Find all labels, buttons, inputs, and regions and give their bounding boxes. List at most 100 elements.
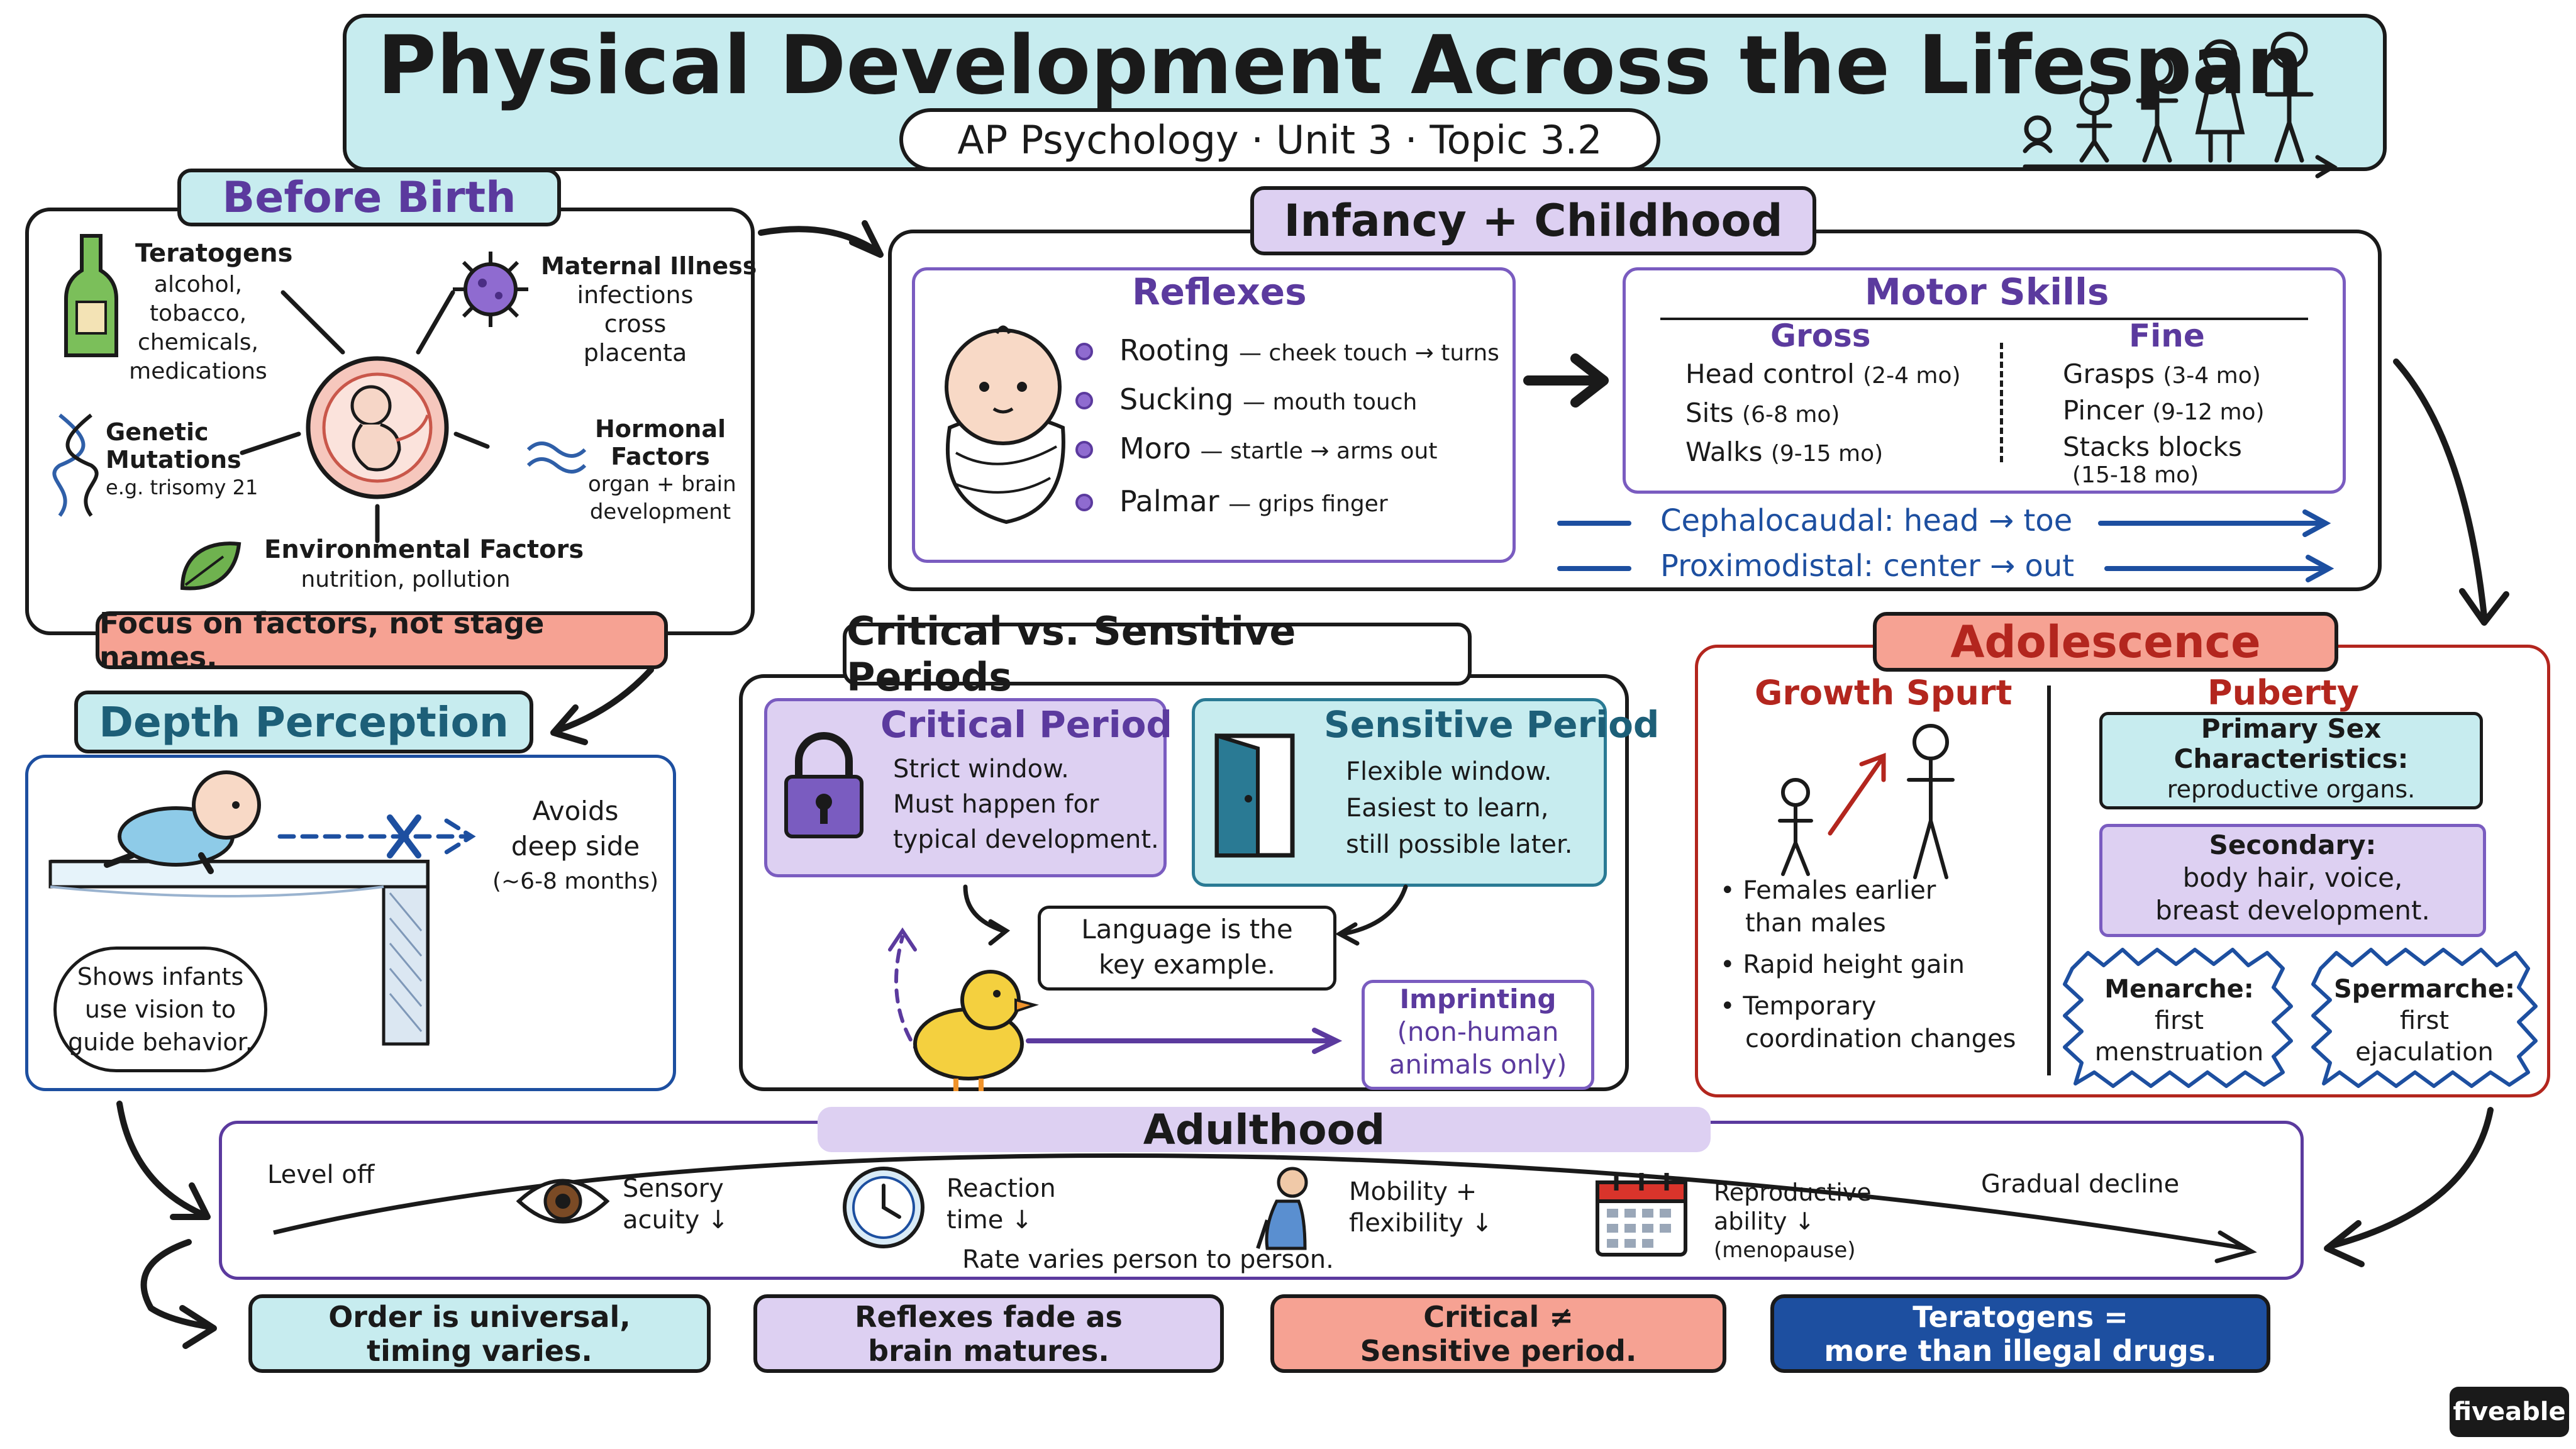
adult-item-sensory: Sensory acuity ↓: [623, 1173, 729, 1236]
infancy-title: Infancy + Childhood: [1250, 186, 1816, 255]
menarche-line-2: first: [2154, 1006, 2204, 1035]
bullet-text: Females earlier: [1743, 876, 1936, 905]
takeaway-2-line-1: Reflexes fade as: [855, 1299, 1123, 1334]
reproductive-label: Reproductive: [1714, 1179, 1872, 1206]
secondary-line-1: Secondary:: [2209, 830, 2377, 860]
virus-icon: [453, 252, 528, 327]
takeaway-3-line-1: Critical ≠: [1423, 1299, 1574, 1334]
baby-icon: [945, 325, 1065, 525]
depth-note-text: Shows infants use vision to guide behavi…: [60, 960, 261, 1058]
teratogens-label: Teratogens: [135, 239, 293, 268]
avoids-line-3: (~6-8 months): [492, 869, 659, 894]
language-box: [1038, 906, 1336, 991]
env-label: Environmental Factors: [264, 535, 584, 564]
reflex-dot-2: [1075, 392, 1093, 409]
growth-bullets: • Females earlier than males • Rapid hei…: [1720, 874, 2016, 1055]
critical-line-2: Must happen for: [893, 790, 1099, 819]
sensitive-period-text: Flexible window. Easiest to learn, still…: [1346, 753, 1572, 863]
lock-icon: [784, 732, 863, 838]
growth-spurt-title: Growth Spurt: [1755, 673, 2012, 713]
spermarche-burst: [2311, 948, 2538, 1088]
maternal-illness: Maternal Illness infections cross placen…: [541, 252, 757, 367]
hormonal-factors: Hormonal Factors organ + brain developme…: [588, 415, 736, 526]
visual-cliff-illustration: [48, 860, 430, 1046]
spermarche-line-3: ejaculation: [2355, 1038, 2494, 1067]
gradual-decline-label: Gradual decline: [1981, 1170, 2180, 1199]
sensitive-period-title: Sensitive Period: [1324, 703, 1660, 746]
imprinting-text: Imprinting (non-human animals only): [1365, 983, 1591, 1081]
mobility-label: Mobility +: [1349, 1177, 1477, 1206]
infancy-title-text: Infancy + Childhood: [1284, 195, 1783, 247]
eye-icon: [516, 1179, 610, 1224]
depth-note-line-3: guide behavior.: [68, 1028, 253, 1056]
reaction-label: Reaction: [947, 1174, 1056, 1203]
spermarche-line-2: first: [2399, 1006, 2450, 1035]
puberty-title: Puberty: [2207, 673, 2359, 713]
reflex-desc: — cheek touch → turns: [1238, 340, 1499, 366]
takeaway-1-line-1: Order is universal,: [328, 1299, 631, 1334]
primary-sex-box: [2099, 712, 2483, 809]
gross-title: Gross: [1770, 318, 1871, 354]
reflexes-box: [912, 267, 1516, 563]
fine-skill: Stacks blocks: [2063, 431, 2242, 462]
reflex-dot-4: [1075, 494, 1093, 511]
gross-item-2: Sits (6-8 mo): [1685, 397, 1840, 428]
fine-skill: Grasps: [2063, 358, 2155, 389]
adulthood-title: Adulthood: [818, 1106, 1711, 1154]
environmental-factors: Environmental Factors nutrition, polluti…: [264, 535, 584, 595]
maternal-line-2: cross: [604, 310, 667, 338]
before-birth-note-text: Focus on factors, not stage names.: [99, 606, 545, 674]
secondary-line-3: breast development.: [2155, 895, 2430, 926]
reproductive-label3: (menopause): [1714, 1238, 1856, 1263]
before-birth-title-text: Before Birth: [222, 172, 516, 223]
takeaway-1-line-2: timing varies.: [367, 1333, 592, 1368]
hormone-wave-icon: [526, 441, 587, 474]
depth-perception-title: Depth Perception: [74, 691, 533, 753]
depth-note-line-1: Shows infants: [77, 963, 244, 991]
gross-skill: Head control: [1685, 358, 1855, 389]
critical-title-text: Critical vs. Sensitive Periods: [847, 608, 1296, 700]
takeaway-2-line-2: brain matures.: [868, 1333, 1109, 1368]
growth-spurt-icon: [1778, 724, 1955, 879]
brand-text: fiveable: [2453, 1397, 2566, 1426]
takeaway-2: Reflexes fade as brain matures.: [753, 1294, 1224, 1373]
level-off-label: Level off: [267, 1160, 375, 1189]
gross-item-1: Head control (2-4 mo): [1685, 358, 1961, 389]
reflex-desc: — startle → arms out: [1200, 438, 1438, 464]
bullet-text: Rapid height gain: [1743, 950, 1965, 979]
crawling-baby-icon: [104, 770, 261, 874]
reflex-name: Moro: [1119, 431, 1191, 465]
fine-age: (9-12 mo): [2152, 399, 2265, 425]
imprinting-box: [1362, 980, 1594, 1090]
proximodistal-label: Proximodistal: center → out: [1660, 548, 2075, 584]
connector-lines: [240, 290, 490, 543]
adult-item-reaction: Reaction time ↓: [947, 1173, 1056, 1236]
motor-skills-box: [1623, 267, 2346, 494]
period-arrows: [888, 884, 1408, 1058]
primary-line-1: Primary Sex: [2201, 713, 2382, 744]
maternal-label: Maternal Illness: [541, 252, 757, 280]
fine-item-1: Grasps (3-4 mo): [2063, 358, 2261, 389]
maternal-line-1: infections: [577, 281, 694, 309]
depth-note-bubble: [53, 947, 267, 1072]
genetic-example: e.g. trisomy 21: [106, 475, 258, 499]
hormonal-label-2: Factors: [611, 443, 710, 470]
teratogen-ex-4: medications: [129, 358, 267, 384]
primary-line-3: reproductive organs.: [2167, 775, 2416, 803]
reflex-desc: — mouth touch: [1243, 389, 1418, 415]
imprinting-line-3: animals only): [1389, 1049, 1567, 1080]
avoid-arrow-icon: [277, 814, 476, 858]
hormonal-line-2: development: [589, 499, 731, 525]
fine-item-2: Pincer (9-12 mo): [2063, 395, 2265, 426]
bullet-text: Temporary: [1743, 992, 1877, 1021]
depth-perception-panel: [25, 755, 676, 1091]
mobility-label2: flexibility ↓: [1349, 1209, 1493, 1238]
dna-icon: [52, 413, 99, 517]
maternal-line-3: placenta: [583, 339, 687, 367]
spermarche-text: Spermarche: first ejaculation: [2318, 974, 2531, 1068]
critical-line-1: Strict window.: [893, 755, 1069, 784]
sensitive-line-2: Easiest to learn,: [1346, 794, 1549, 823]
brand-logo: fiveable: [2450, 1387, 2569, 1437]
gross-age: (9-15 mo): [1770, 441, 1884, 467]
